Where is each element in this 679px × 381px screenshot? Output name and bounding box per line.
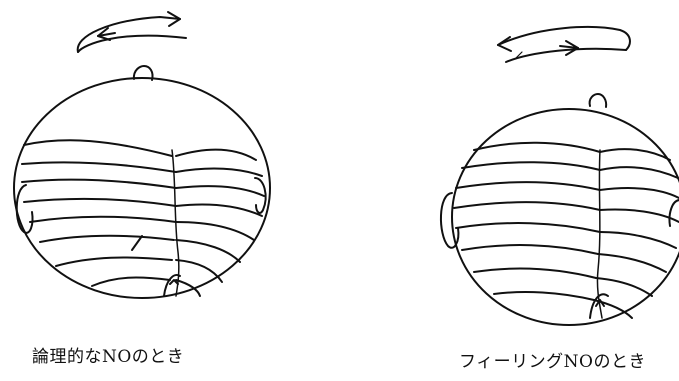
left-rotation-arrow-icon <box>78 12 186 52</box>
caption-logical-no: 論理的なNOのとき <box>32 342 184 367</box>
left-hair-left <box>22 140 176 286</box>
right-figure <box>441 27 679 325</box>
left-figure <box>14 12 270 298</box>
caption-feeling-no: フィーリングNOのとき <box>459 347 646 372</box>
left-head <box>14 66 270 298</box>
right-rotation-arrow-icon <box>498 27 630 62</box>
right-hair-left <box>454 143 600 300</box>
right-hair-right <box>594 149 679 318</box>
right-parting <box>590 150 608 318</box>
